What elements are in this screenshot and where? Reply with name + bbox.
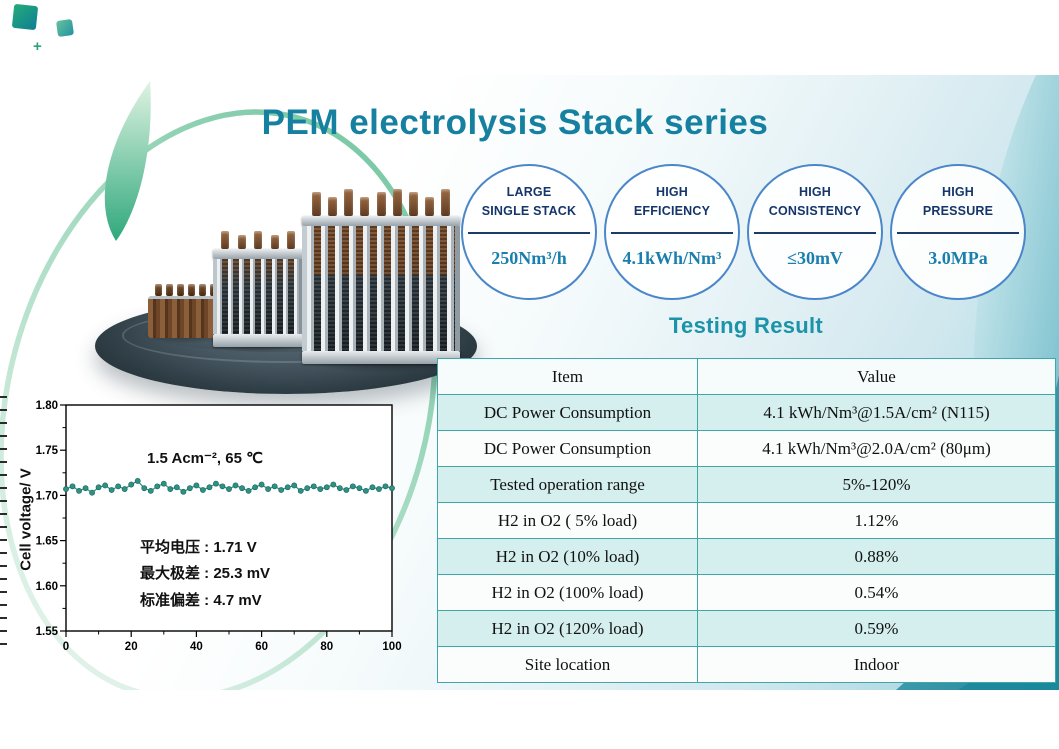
svg-text:60: 60 bbox=[255, 641, 268, 653]
svg-text:80: 80 bbox=[320, 641, 333, 653]
table-row: H2 in O2 (100% load) 0.54% bbox=[437, 574, 1056, 611]
value-cell: 0.88% bbox=[697, 538, 1056, 575]
item-cell: DC Power Consumption bbox=[437, 430, 698, 467]
feature-label: HIGH CONSISTENCY bbox=[768, 185, 862, 218]
chart-statistics: 平均电压 : 1.71 V 最大极差 : 25.3 mV 标准偏差 : 4.7 … bbox=[140, 535, 270, 614]
svg-text:1.80: 1.80 bbox=[36, 400, 58, 412]
item-cell: H2 in O2 (100% load) bbox=[437, 574, 698, 611]
table-header-row: Item Value bbox=[437, 358, 1056, 395]
feature-circle-high-efficiency: HIGH EFFICIENCY 4.1kWh/Nm³ bbox=[604, 164, 740, 300]
svg-text:40: 40 bbox=[190, 641, 203, 653]
column-header-value: Value bbox=[697, 358, 1056, 395]
divider-line bbox=[611, 232, 733, 234]
feature-value: 3.0MPa bbox=[928, 248, 988, 268]
corner-square-icon bbox=[11, 3, 39, 31]
svg-text:1.60: 1.60 bbox=[36, 581, 58, 593]
item-cell: H2 in O2 (120% load) bbox=[437, 610, 698, 647]
stat-line: 平均电压 : 1.71 V bbox=[140, 539, 257, 556]
feature-value: ≤30mV bbox=[787, 248, 843, 268]
divider-line bbox=[897, 232, 1019, 234]
feature-label: HIGH EFFICIENCY bbox=[633, 185, 711, 218]
item-cell: Site location bbox=[437, 646, 698, 683]
item-cell: DC Power Consumption bbox=[437, 394, 698, 431]
table-row: H2 in O2 ( 5% load) 1.12% bbox=[437, 502, 1056, 539]
testing-result-table: Item Value DC Power Consumption 4.1 kWh/… bbox=[437, 358, 1056, 683]
table-row: H2 in O2 (120% load) 0.59% bbox=[437, 610, 1056, 647]
slide-canvas: PEM electrolysis Stack series LARGE SING… bbox=[0, 75, 1059, 690]
sparkle-icon: + bbox=[33, 38, 42, 55]
test-condition-annotation: 1.5 Acm⁻², 65 ℃ bbox=[147, 450, 263, 467]
stat-line: 最大极差 : 25.3 mV bbox=[140, 565, 271, 583]
feature-circles: LARGE SINGLE STACK 250Nm³/h HIGH EFFICIE… bbox=[461, 164, 1026, 300]
divider-line bbox=[468, 232, 590, 234]
svg-text:0: 0 bbox=[63, 641, 69, 653]
corner-square-icon bbox=[55, 18, 75, 38]
testing-result-heading: Testing Result bbox=[668, 313, 824, 338]
svg-text:100: 100 bbox=[382, 641, 401, 653]
item-cell: H2 in O2 ( 5% load) bbox=[437, 502, 698, 539]
item-cell: H2 in O2 (10% load) bbox=[437, 538, 698, 575]
svg-text:1.75: 1.75 bbox=[36, 445, 59, 457]
table-row: H2 in O2 (10% load) 0.88% bbox=[437, 538, 1056, 575]
svg-text:1.55: 1.55 bbox=[36, 626, 59, 638]
left-ruler-ticks bbox=[0, 396, 7, 648]
value-cell: 4.1 kWh/Nm³@1.5A/cm² (N115) bbox=[697, 394, 1056, 431]
value-cell: 1.12% bbox=[697, 502, 1056, 539]
value-cell: 0.59% bbox=[697, 610, 1056, 647]
value-cell: 0.54% bbox=[697, 574, 1056, 611]
svg-text:20: 20 bbox=[125, 641, 138, 653]
table-row: Tested operation range 5%-120% bbox=[437, 466, 1056, 503]
value-cell: 4.1 kWh/Nm³@2.0A/cm² (80μm) bbox=[697, 430, 1056, 467]
feature-circle-high-pressure: HIGH PRESSURE 3.0MPa bbox=[890, 164, 1026, 300]
feature-label: LARGE SINGLE STACK bbox=[481, 185, 577, 218]
stat-line: 标准偏差 : 4.7 mV bbox=[140, 591, 262, 609]
feature-value: 250Nm³/h bbox=[491, 248, 567, 268]
table-row: DC Power Consumption 4.1 kWh/Nm³@1.5A/cm… bbox=[437, 394, 1056, 431]
value-cell: 5%-120% bbox=[697, 466, 1056, 503]
table-row: Site location Indoor bbox=[437, 646, 1056, 683]
sparkle-icon bbox=[145, 157, 159, 172]
feature-circle-high-consistency: HIGH CONSISTENCY ≤30mV bbox=[747, 164, 883, 300]
cell-voltage-plot: 1.55 1.60 1.65 1.70 1.75 1.80 0 20 40 60 80 100 bbox=[36, 400, 402, 653]
table-row: DC Power Consumption 4.1 kWh/Nm³@2.0A/cm… bbox=[437, 430, 1056, 467]
feature-circle-large-single-stack: LARGE SINGLE STACK 250Nm³/h bbox=[461, 164, 597, 300]
feature-value: 4.1kWh/Nm³ bbox=[622, 248, 722, 268]
divider-line bbox=[754, 232, 876, 234]
column-header-item: Item bbox=[437, 358, 698, 395]
item-cell: Tested operation range bbox=[437, 466, 698, 503]
feature-label: HIGH PRESSURE bbox=[922, 185, 994, 218]
sparkle-icon bbox=[24, 199, 48, 224]
value-cell: Indoor bbox=[697, 646, 1056, 683]
page-title: PEM electrolysis Stack series bbox=[261, 103, 769, 142]
svg-text:1.65: 1.65 bbox=[36, 536, 59, 548]
svg-text:1.70: 1.70 bbox=[36, 490, 58, 502]
